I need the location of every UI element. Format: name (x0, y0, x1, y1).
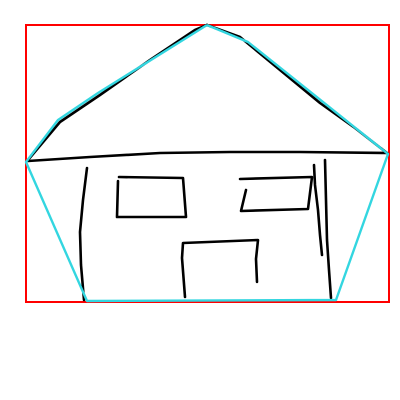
left-window (115, 175, 188, 219)
right-inner-wall-line (312, 163, 324, 257)
roof-left-stroke (26, 23, 209, 162)
door (180, 238, 260, 299)
right-window (238, 175, 314, 213)
left-wall-line (78, 166, 89, 302)
convex-hull-outline (24, 23, 390, 303)
roof-right-stroke (205, 23, 389, 155)
roof-base-line (26, 150, 389, 163)
right-wall-line (323, 158, 333, 300)
